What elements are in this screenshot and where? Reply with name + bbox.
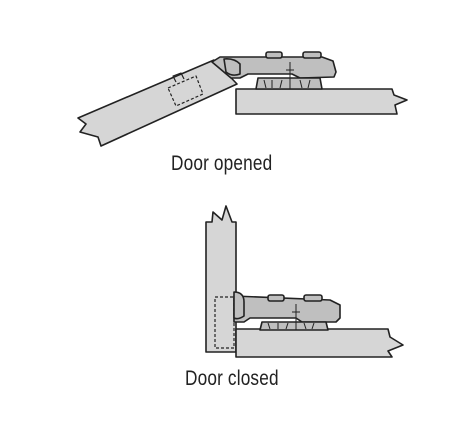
cabinet-panel-opened (235, 88, 408, 115)
hinge-knuckle-closed (233, 291, 245, 320)
door-panel-opened (77, 59, 238, 147)
hinge-cup-opened (167, 75, 204, 107)
screw-head-closed-1 (267, 294, 285, 302)
caption-door-opened: Door opened (171, 152, 273, 175)
mounting-plate-closed (259, 321, 329, 331)
mounting-plate-ribs-closed (267, 322, 315, 330)
screw-head-opened-2 (302, 51, 322, 59)
hinge-cup-closed (214, 296, 235, 349)
mounting-plate-ribs-opened (263, 79, 311, 89)
hinge-knuckle-opened (223, 58, 241, 76)
cabinet-panel-closed (235, 328, 404, 358)
hinge-cup-tab-opened (172, 72, 185, 83)
hinge-arm-closed (233, 295, 341, 323)
caption-door-closed: Door closed (185, 367, 279, 390)
screw-head-closed-2 (303, 294, 323, 302)
door-closed-illustration (205, 205, 404, 358)
screw-head-opened-1 (265, 51, 283, 59)
door-opened-illustration (77, 51, 408, 147)
screw-axis-opened (286, 62, 294, 89)
screw-axis-closed (292, 304, 300, 330)
